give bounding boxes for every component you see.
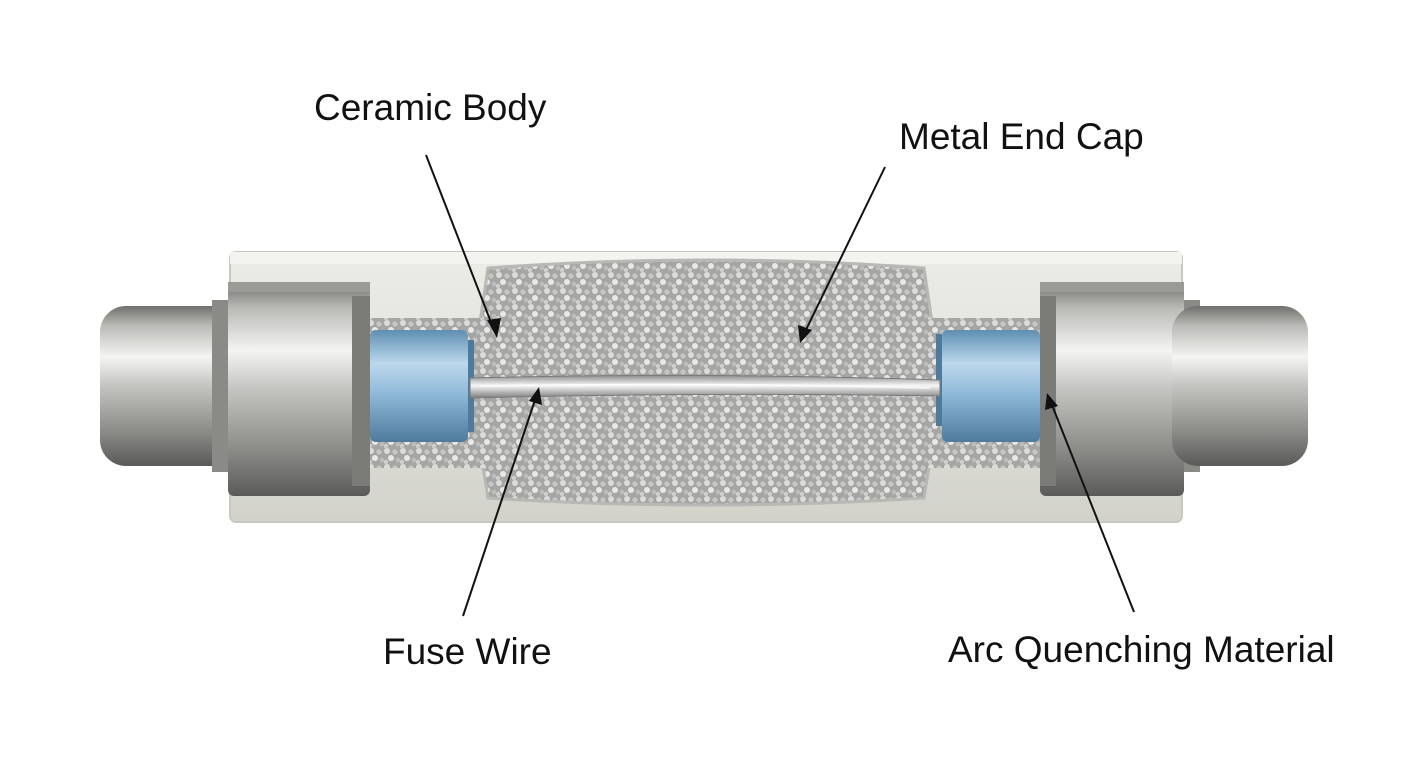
label-arc-quenching-material: Arc Quenching Material xyxy=(948,629,1335,670)
leader-fuse-wire xyxy=(462,393,538,617)
leader-arrowheads xyxy=(487,318,1058,410)
leader-lines xyxy=(425,154,1135,617)
left-metal-end-cap xyxy=(100,282,370,496)
left-blue-sleeve xyxy=(370,330,474,442)
label-fuse-wire: Fuse Wire xyxy=(383,631,552,672)
right-blue-sleeve xyxy=(936,330,1040,442)
arrowhead-ceramic-body xyxy=(487,318,501,338)
leader-ceramic-body xyxy=(425,154,495,331)
arrowhead-arc-quenching xyxy=(1045,393,1058,410)
arrowhead-fuse-wire xyxy=(529,387,542,405)
fuse-wire xyxy=(469,374,941,399)
leader-metal-end-cap xyxy=(802,166,886,337)
label-ceramic-body: Ceramic Body xyxy=(314,87,547,128)
label-metal-end-cap: Metal End Cap xyxy=(899,116,1144,157)
leader-arc-quenching xyxy=(1049,399,1135,613)
right-metal-end-cap xyxy=(1040,282,1308,496)
arrowhead-metal-end-cap xyxy=(798,325,812,343)
